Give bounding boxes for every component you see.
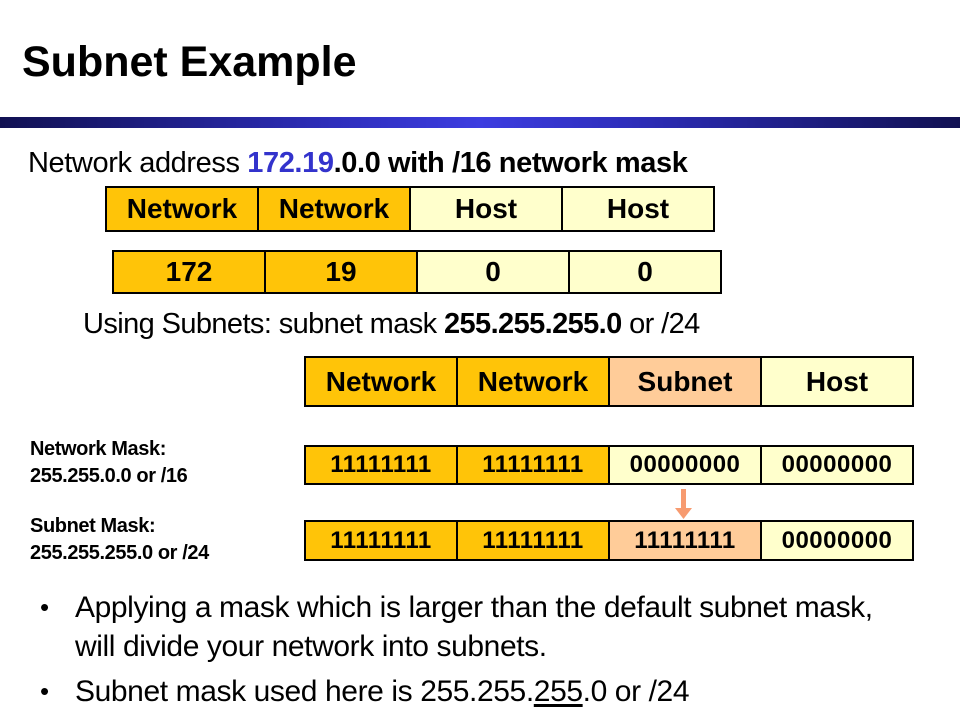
cell-host-octet4: Host [561,186,715,232]
subnet-line-prefix: Using Subnets: subnet mask [83,308,444,340]
bullet-text: Applying a mask which is larger than the… [75,591,873,663]
table-row: 11111111 11111111 11111111 00000000 [304,520,914,561]
intro-rest: .0.0 with /16 network mask [333,147,688,179]
cell-host-octet3: Host [409,186,563,232]
cell-value-octet2: 19 [264,250,418,294]
down-arrow-icon [669,489,697,525]
bits-octet2: 11111111 [456,520,610,561]
cell-network-1: Network [304,356,458,407]
address-values-table: 172 19 0 0 [112,250,722,294]
bullet-marker: • [40,676,49,706]
page-title: Subnet Example [22,38,357,86]
bullet2-underlined-octet: 255 [533,675,583,708]
network-address-line: Network address 172.19.0.0 with /16 netw… [28,147,688,180]
cell-network-2: Network [456,356,610,407]
table-row: 11111111 11111111 00000000 00000000 [304,445,914,485]
cell-value-octet3: 0 [416,250,570,294]
bits-octet2: 11111111 [456,445,610,485]
subnet-mask-value: 255.255.255.0 or /24 [30,542,209,564]
cell-value-octet4: 0 [568,250,722,294]
bullet-item-1: • Applying a mask which is larger than t… [40,588,881,666]
bullet-text: Subnet mask used here is 255.255.255.0 o… [75,672,690,711]
subnet-mask-bold: 255.255.255.0 [444,308,622,340]
subnet-mask-title: Subnet Mask: [30,515,156,537]
network-mask-label: Network Mask: 255.255.0.0 or /16 [30,436,188,490]
bullet2-suffix: .0 or /24 [582,675,690,708]
network-mask-bits-table: 11111111 11111111 00000000 00000000 [304,445,914,485]
cell-network-octet1: Network [105,186,259,232]
network-mask-value: 255.255.0.0 or /16 [30,465,188,487]
bits-octet1: 11111111 [304,445,458,485]
bits-octet4: 00000000 [760,520,914,561]
bits-octet3: 11111111 [608,520,762,561]
network-mask-title: Network Mask: [30,438,166,460]
cell-subnet: Subnet [608,356,762,407]
ip-highlight: 172.19 [247,147,334,179]
cell-host: Host [760,356,914,407]
cell-network-octet2: Network [257,186,411,232]
address-header-table: Network Network Host Host [105,186,715,232]
table-row: Network Network Host Host [105,186,715,232]
subnet-mask-bits-table: 11111111 11111111 11111111 00000000 [304,520,914,561]
table-row: 172 19 0 0 [112,250,722,294]
intro-prefix: Network address [28,147,248,179]
bits-octet4: 00000000 [760,445,914,485]
bullet2-prefix: Subnet mask used here is 255.255. [75,675,534,708]
table-row: Network Network Subnet Host [304,356,914,407]
bits-octet1: 11111111 [304,520,458,561]
using-subnets-line: Using Subnets: subnet mask 255.255.255.0… [83,308,700,341]
cell-value-octet1: 172 [112,250,266,294]
title-divider-bar [0,117,960,128]
subnet-header-table: Network Network Subnet Host [304,356,914,407]
bullet-marker: • [40,592,49,622]
bullet-item-2: • Subnet mask used here is 255.255.255.0… [40,672,690,711]
subnet-mask-label: Subnet Mask: 255.255.255.0 or /24 [30,513,209,567]
subnet-line-suffix: or /24 [621,308,700,340]
bits-octet3: 00000000 [608,445,762,485]
